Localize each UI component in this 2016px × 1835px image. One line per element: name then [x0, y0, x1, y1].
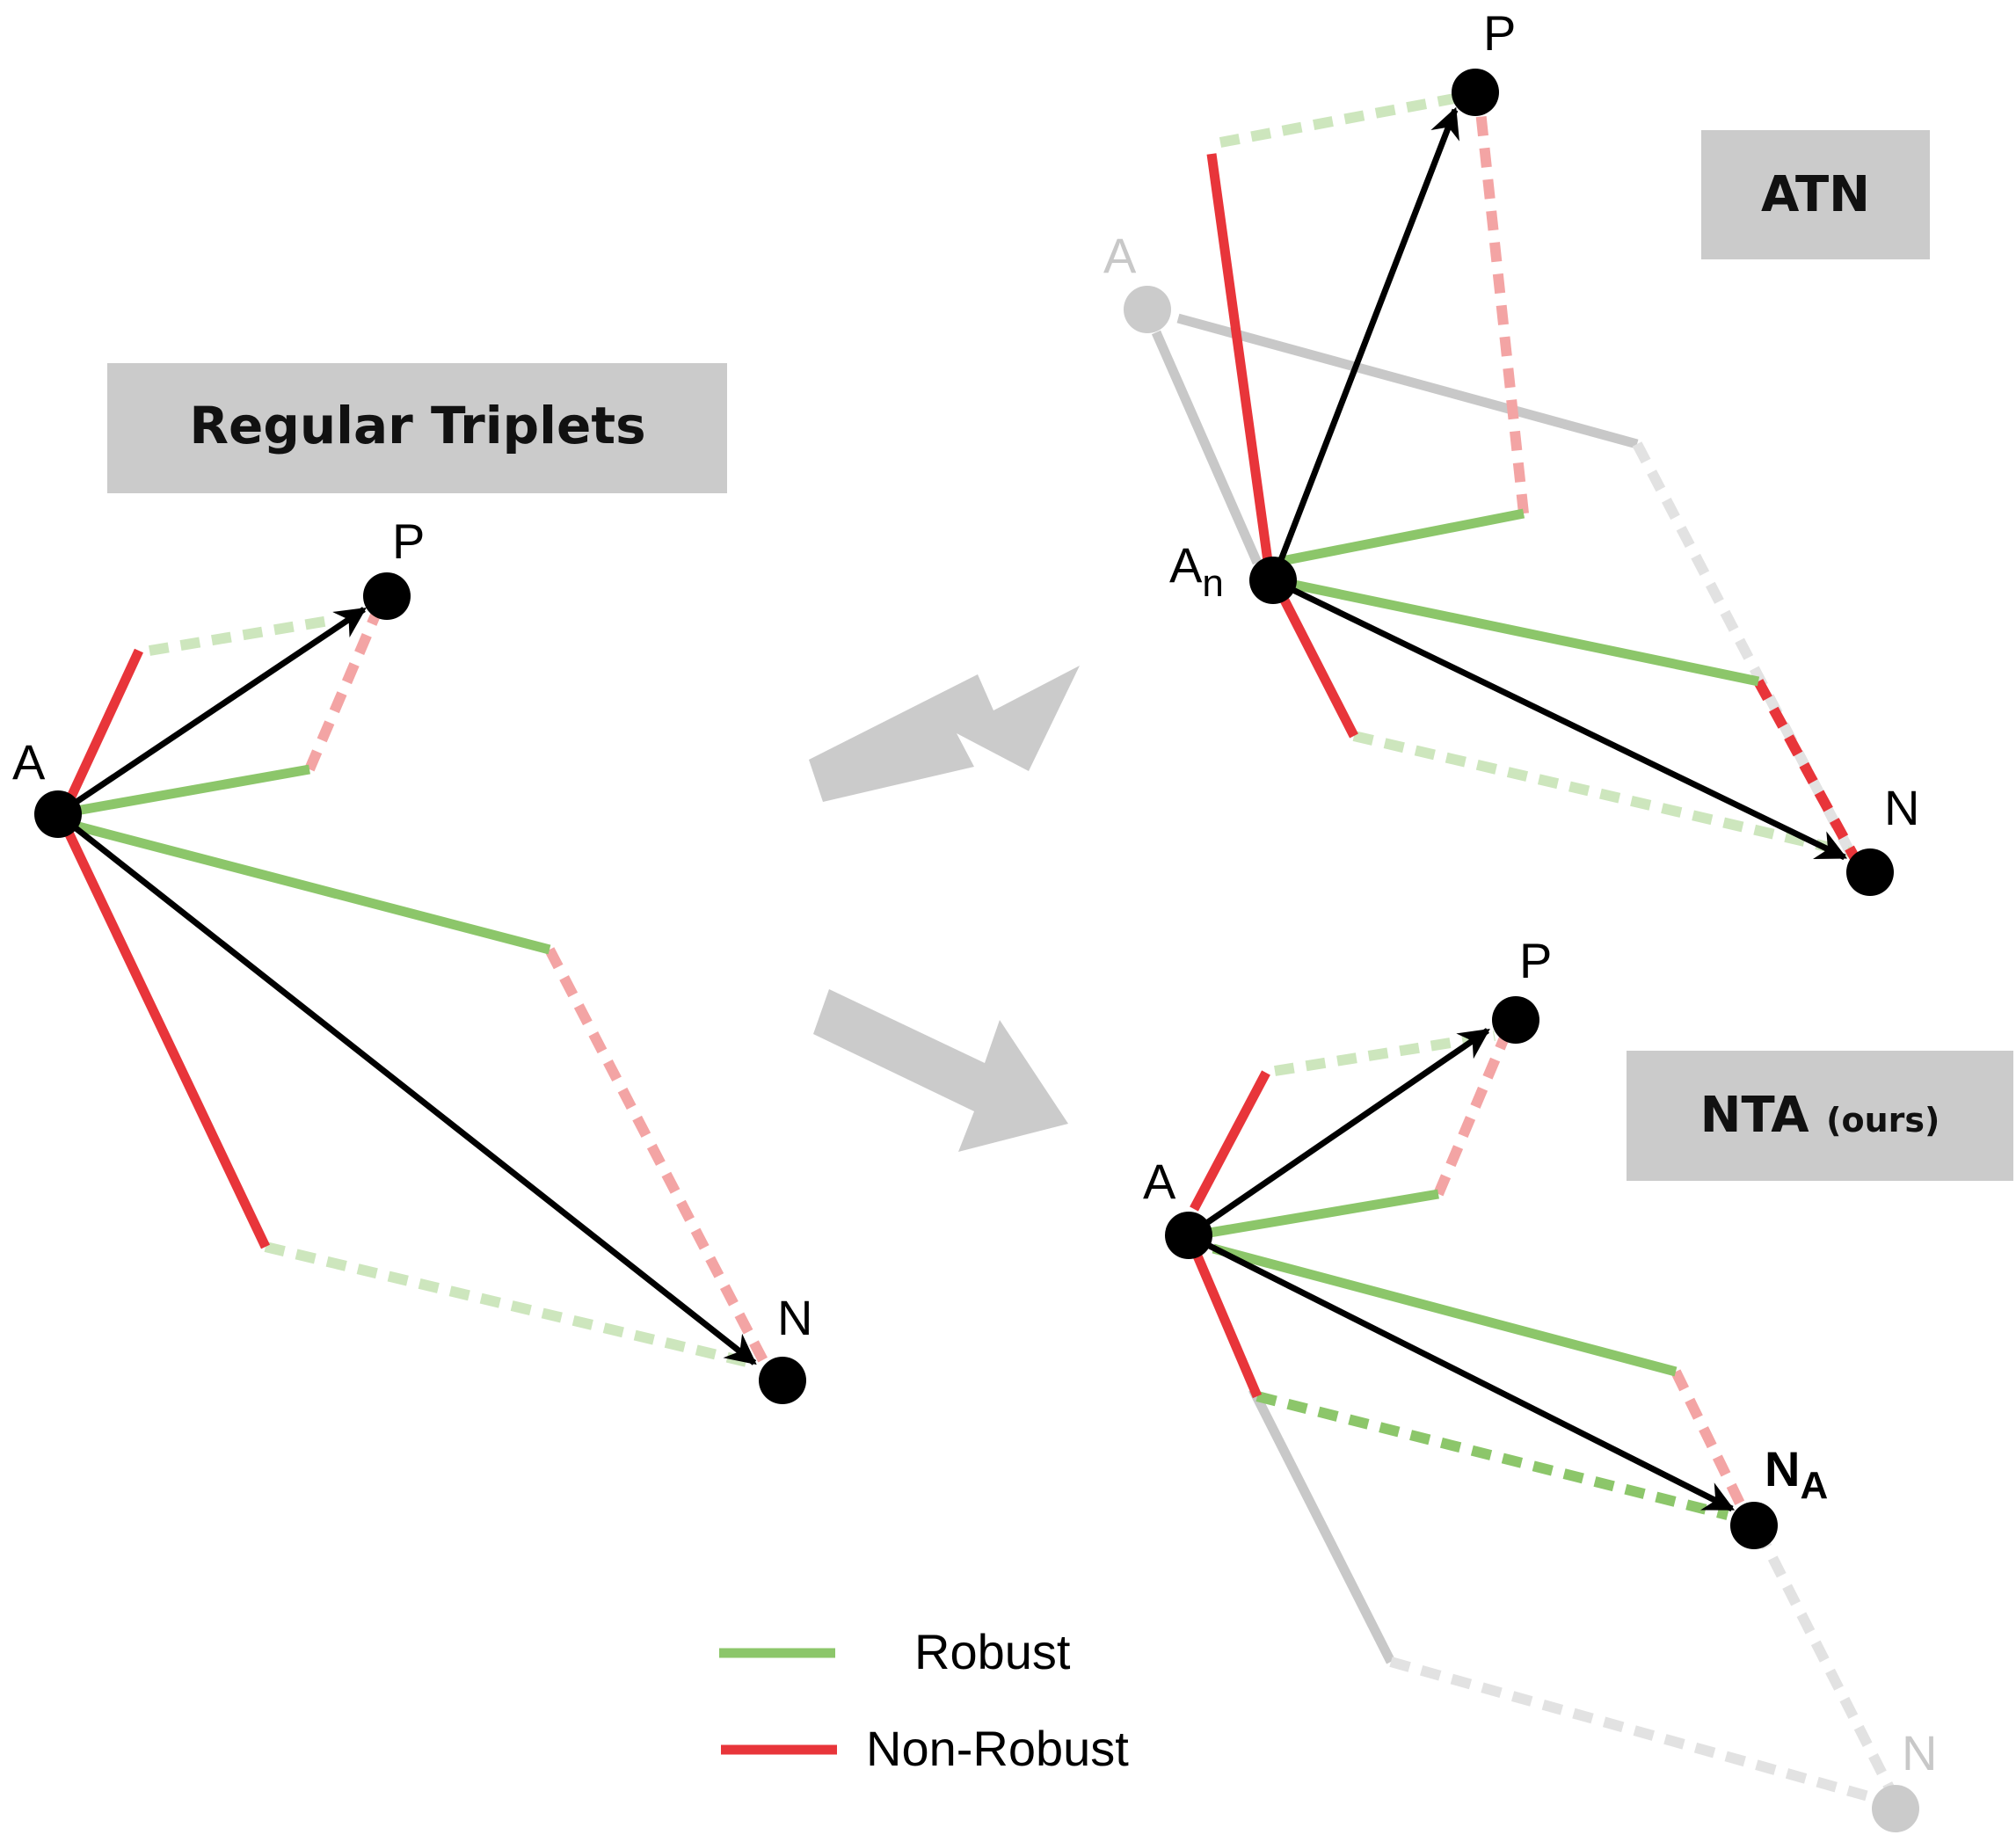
atn-nonrobust-p: [1206, 153, 1276, 581]
atn-ghost-anchor-node: [1124, 286, 1171, 333]
atn-ghost-robust: [1176, 313, 1639, 449]
atn-anchor-main: A: [1169, 537, 1203, 593]
atn-nonrobust-n: [1272, 582, 1358, 739]
atn-positive-node: [1452, 69, 1499, 116]
nta-negative-sub: A: [1800, 1464, 1828, 1507]
atn-ghost-nonrobust: [1151, 330, 1263, 565]
regular-triplets-panel: Regular Triplets A P N: [12, 363, 812, 1404]
regular-positive-label: P: [392, 513, 425, 569]
nta-nonrobust-n-dashed: [1670, 1369, 1750, 1517]
nta-ghost-negative-node: [1872, 1785, 1919, 1832]
atn-ghost-anchor-label: A: [1103, 228, 1137, 283]
nta-title: NTA (ours): [1700, 1087, 1940, 1144]
atn-title: ATN: [1761, 166, 1870, 223]
nta-arrow-a-to-p: [1187, 1028, 1490, 1238]
atn-positive-label: P: [1483, 5, 1516, 61]
atn-anchor-sub: n: [1202, 562, 1223, 605]
nta-ghost-negative-label: N: [1902, 1725, 1937, 1780]
regular-arrow-a-to-n: [55, 812, 757, 1365]
nta-anchor-node: [1165, 1212, 1212, 1259]
atn-negative-label: N: [1884, 780, 1919, 835]
nta-nonrobust-p: [1190, 1070, 1270, 1212]
nta-title-box: [1627, 1051, 2013, 1181]
transition-arrow-to-nta: [813, 989, 1068, 1152]
nta-robust-n: [1212, 1243, 1678, 1377]
atn-robust-n-dashed: [1352, 731, 1855, 858]
regular-nonrobust-n: [57, 815, 270, 1249]
nta-negative-label: NA: [1765, 1441, 1828, 1507]
regular-title-box: [107, 363, 727, 493]
regular-robust-p: [61, 764, 310, 819]
nta-panel: NTA (ours) N A P NA: [1143, 933, 2013, 1832]
nta-nonrobust-n: [1186, 1239, 1263, 1399]
nta-robust-n-dashed: [1255, 1391, 1729, 1520]
regular-anchor-label: A: [12, 734, 46, 790]
nta-ghost-nonrobust: [1248, 1387, 1395, 1664]
nta-robust-p: [1193, 1189, 1439, 1241]
atn-negative-node: [1846, 848, 1894, 896]
nta-positive-node: [1492, 996, 1539, 1044]
nta-ghost-dashed-2: [1753, 1527, 1900, 1801]
regular-negative-label: N: [777, 1290, 812, 1345]
regular-nonrobust-n-dashed: [544, 947, 772, 1370]
regular-anchor-node: [34, 790, 82, 838]
regular-robust-n-dashed: [264, 1242, 760, 1370]
regular-title: Regular Triplets: [189, 396, 645, 455]
regular-nonrobust-p-dashed: [304, 602, 385, 772]
transition-arrow-to-atn: [809, 666, 1080, 802]
nta-negative-node: [1730, 1502, 1778, 1549]
atn-robust-p-dashed: [1219, 91, 1466, 148]
atn-robust-n: [1271, 575, 1760, 687]
regular-nonrobust-p: [57, 648, 143, 820]
regular-positive-node: [363, 572, 411, 620]
atn-anchor-node: [1249, 557, 1297, 604]
regular-negative-node: [759, 1357, 806, 1404]
nta-ghost-robust-dashed: [1389, 1657, 1892, 1808]
atn-title-box: [1701, 130, 1930, 259]
nta-arrow-a-to-n: [1187, 1232, 1736, 1512]
nta-negative-main: N: [1765, 1441, 1800, 1496]
legend: Robust Non-Robust: [719, 1624, 1129, 1776]
regular-robust-n: [60, 817, 551, 955]
atn-anchor-label: An: [1169, 537, 1224, 605]
legend-nonrobust-label: Non-Robust: [866, 1721, 1129, 1776]
nta-nonrobust-p-dashed: [1433, 1033, 1510, 1197]
nta-positive-label: P: [1519, 933, 1552, 988]
nta-title-small: (ours): [1826, 1101, 1940, 1140]
legend-robust-label: Robust: [914, 1624, 1071, 1679]
atn-robust-p: [1271, 508, 1525, 568]
regular-arrow-a-to-p: [56, 607, 367, 817]
atn-panel: ATN A An P N: [1103, 5, 1930, 896]
atn-arrow-a-to-n: [1271, 577, 1848, 861]
atn-nonrobust-p-dashed: [1474, 102, 1529, 514]
nta-anchor-label: A: [1143, 1154, 1176, 1209]
atn-arrow-a-to-p: [1270, 106, 1459, 582]
nta-robust-p-dashed: [1274, 1030, 1496, 1076]
nta-title-main: NTA: [1700, 1087, 1810, 1144]
atn-ghost-robust-dashed: [1632, 441, 1860, 864]
